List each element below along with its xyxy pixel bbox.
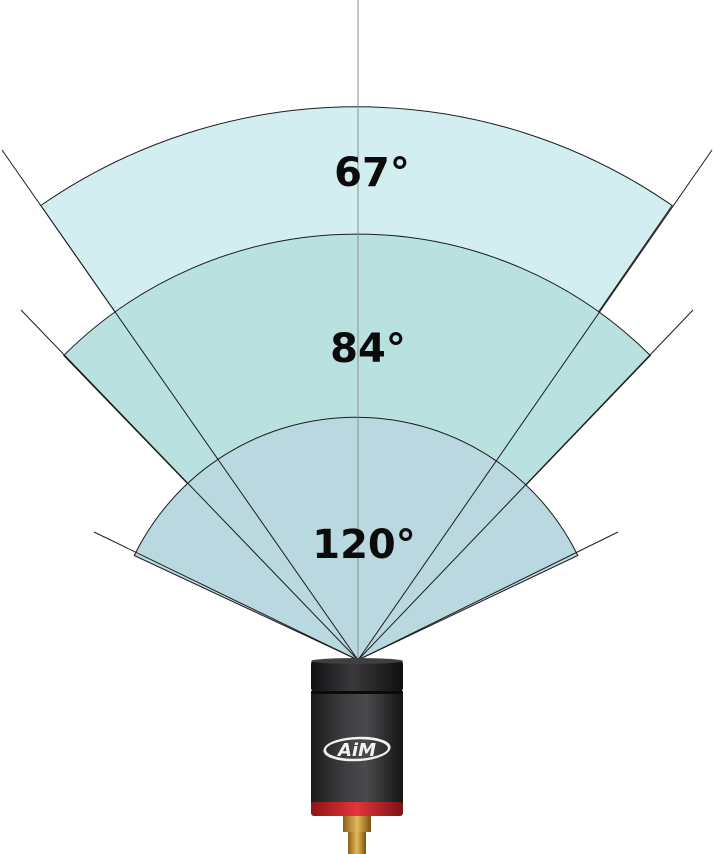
camera-body [311, 694, 403, 804]
camera-lens-face [311, 658, 403, 664]
fov-67-right-edge [357, 149, 713, 661]
svg-text:AiM: AiM [336, 740, 376, 761]
fov-label-67: 67° [334, 150, 410, 196]
fov-sectors [40, 106, 673, 661]
camera-device: AiM [311, 658, 403, 854]
fov-84-right-edge [357, 309, 694, 661]
fov-sector-120 [133, 416, 579, 661]
fov-label-120: 120° [312, 522, 416, 568]
fov-label-84: 84° [330, 326, 406, 372]
fov-67-left-edge [1, 149, 359, 661]
fov-120-left-edge [93, 531, 359, 661]
camera-top-cap [311, 660, 403, 692]
aim-logo: AiM [323, 736, 391, 762]
camera-connector-nut [343, 816, 371, 832]
fov-84-left-edge [20, 309, 359, 661]
camera-red-ring [311, 802, 403, 816]
fov-boundary-lines [1, 149, 713, 661]
camera-connector-pin [348, 832, 366, 854]
camera-seam [311, 691, 403, 694]
fov-120-right-edge [357, 531, 619, 661]
